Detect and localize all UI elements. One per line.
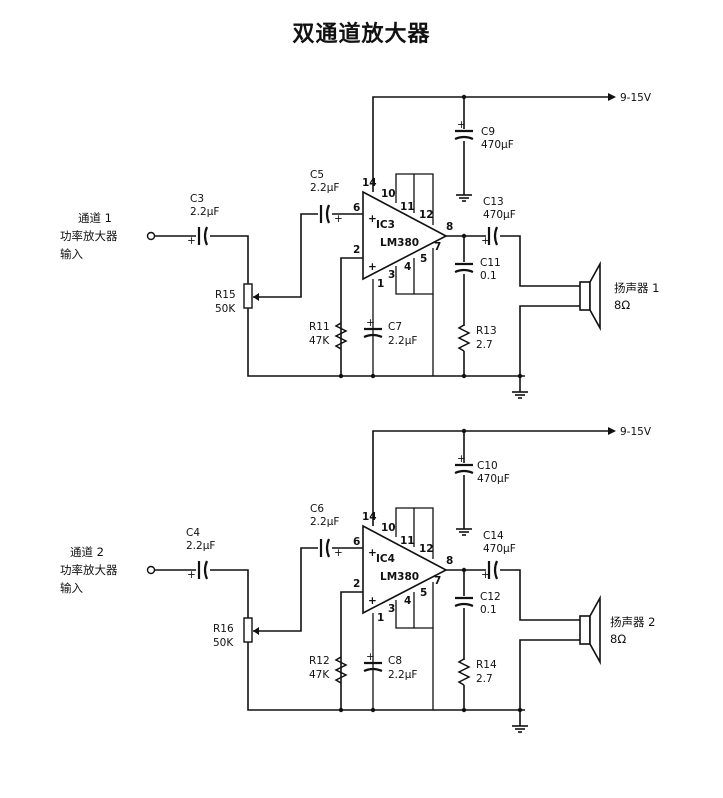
pin-6-b: 6 <box>353 536 360 548</box>
r11-name: R11 <box>309 321 330 333</box>
input-label-2b: 功率放大器 <box>60 563 118 577</box>
r14-value: 2.7 <box>476 673 493 685</box>
pin-7: 7 <box>434 241 441 253</box>
pin-10: 10 <box>381 188 396 200</box>
r12-name: R12 <box>309 655 330 667</box>
speaker-label-2: 扬声器 2 <box>610 615 655 629</box>
c11-value: 0.1 <box>480 270 497 282</box>
input-label-2c: 输入 <box>60 581 83 595</box>
c9-value: 470μF <box>481 139 514 151</box>
pin-2: 2 <box>353 244 360 256</box>
c11-name: C11 <box>480 257 501 269</box>
pin-3-b: 3 <box>388 603 395 615</box>
pin-12-b: 12 <box>419 543 434 555</box>
pin-12: 12 <box>419 209 434 221</box>
c5-value: 2.2μF <box>310 182 339 194</box>
r11-value: 47K <box>309 335 330 347</box>
pin-11: 11 <box>400 201 415 213</box>
pin-14: 14 <box>362 177 377 189</box>
supply-label-2: 9-15V <box>620 426 652 438</box>
c4-name: C4 <box>186 527 200 539</box>
r15-value: 50K <box>215 303 236 315</box>
pin-4-b: 4 <box>404 595 411 607</box>
ic4-type: LM380 <box>380 571 419 583</box>
channel-1-circuit: + IC3 LM380 + + 14 10 11 12 1 3 4 5 6 C5… <box>60 92 659 399</box>
input-label-2a: 通道 2 <box>70 545 104 559</box>
speaker-imp-1: 8Ω <box>614 298 630 312</box>
pin-3: 3 <box>388 269 395 281</box>
c10-name: C10 <box>477 460 498 472</box>
pin-14-b: 14 <box>362 511 377 523</box>
pin-5-b: 5 <box>420 587 427 599</box>
c10-polarity: + <box>457 453 466 465</box>
c7-value: 2.2μF <box>388 335 417 347</box>
c14-value: 470μF <box>483 543 516 555</box>
pin-11-b: 11 <box>400 535 415 547</box>
channel-2-circuit: + IC4 LM380 + + 14 10 11 12 1 3 4 5 6 C6… <box>60 426 655 733</box>
svg-text:+: + <box>481 235 490 247</box>
c12-name: C12 <box>480 591 501 603</box>
c14-name: C14 <box>483 530 504 542</box>
c6-value: 2.2μF <box>310 516 339 528</box>
pin-8-b: 8 <box>446 555 453 567</box>
svg-text:+: + <box>187 235 196 247</box>
ic3-label: IC3 <box>376 219 395 231</box>
svg-text:+: + <box>368 547 377 559</box>
svg-text:+: + <box>368 261 377 273</box>
r16-value: 50K <box>213 637 234 649</box>
r15-name: R15 <box>215 289 236 301</box>
pin-10-b: 10 <box>381 522 396 534</box>
c9-polarity: + <box>457 119 466 131</box>
pin-7-b: 7 <box>434 575 441 587</box>
pin-5: 5 <box>420 253 427 265</box>
svg-text:+: + <box>481 569 490 581</box>
ic4-label: IC4 <box>376 553 395 565</box>
c4-value: 2.2μF <box>186 540 215 552</box>
svg-text:+: + <box>334 213 343 225</box>
pin-2-b: 2 <box>353 578 360 590</box>
pin-1: 1 <box>377 278 384 290</box>
c12-value: 0.1 <box>480 604 497 616</box>
c3-value: 2.2μF <box>190 206 219 218</box>
c13-value: 470μF <box>483 209 516 221</box>
r14-name: R14 <box>476 659 497 671</box>
input-label-1c: 输入 <box>60 247 83 261</box>
speaker-imp-2: 8Ω <box>610 632 626 646</box>
input-label-1b: 功率放大器 <box>60 229 118 243</box>
c10-value: 470μF <box>477 473 510 485</box>
ic3-type: LM380 <box>380 237 419 249</box>
c6-name: C6 <box>310 503 324 515</box>
svg-text:+: + <box>366 317 375 329</box>
r13-value: 2.7 <box>476 339 493 351</box>
pin-8: 8 <box>446 221 453 233</box>
c9-name: C9 <box>481 126 495 138</box>
c8-name: C8 <box>388 655 402 667</box>
c7-name: C7 <box>388 321 402 333</box>
supply-label-1: 9-15V <box>620 92 652 104</box>
svg-text:+: + <box>368 595 377 607</box>
r12-value: 47K <box>309 669 330 681</box>
diagram-title: 双通道放大器 <box>292 22 431 47</box>
svg-text:+: + <box>334 547 343 559</box>
r16-name: R16 <box>213 623 234 635</box>
speaker-label-1: 扬声器 1 <box>614 281 659 295</box>
c5-name: C5 <box>310 169 324 181</box>
pin-4: 4 <box>404 261 411 273</box>
input-label-1a: 通道 1 <box>78 211 112 225</box>
pin-1-b: 1 <box>377 612 384 624</box>
svg-text:+: + <box>368 213 377 225</box>
r13-name: R13 <box>476 325 497 337</box>
c8-value: 2.2μF <box>388 669 417 681</box>
c3-name: C3 <box>190 193 204 205</box>
svg-text:+: + <box>187 569 196 581</box>
c13-name: C13 <box>483 196 504 208</box>
pin-6: 6 <box>353 202 360 214</box>
svg-text:+: + <box>366 651 375 663</box>
